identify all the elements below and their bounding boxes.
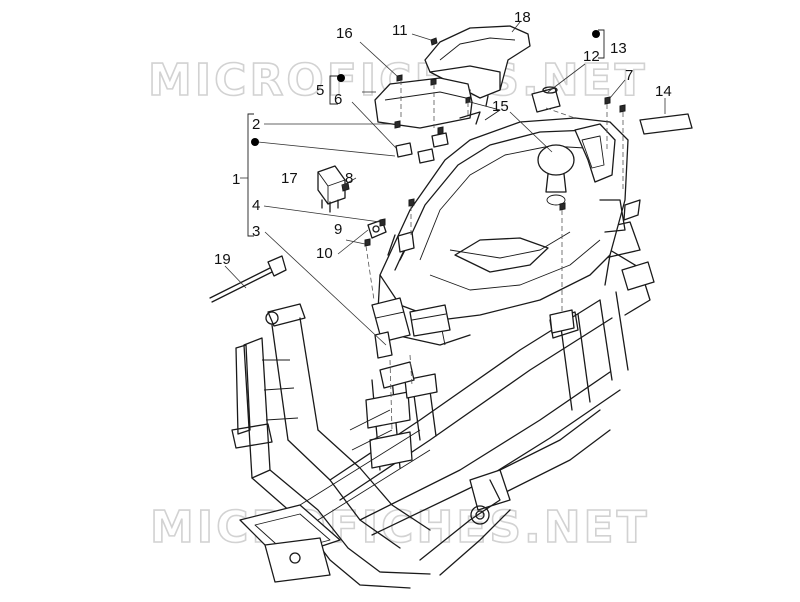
- callout-3: 3: [252, 223, 260, 240]
- bullet-dot-12: [592, 30, 600, 38]
- bracket-5-6: [329, 75, 338, 105]
- callout-10: 10: [316, 245, 333, 262]
- part-6-pad-a: [395, 142, 413, 158]
- callout-18: 18: [514, 9, 531, 26]
- bullet-dot-5: [337, 74, 345, 82]
- part-12-pad: [531, 87, 561, 113]
- callout-17: 17: [281, 170, 298, 187]
- callout-16: 16: [336, 25, 353, 42]
- leader-lines: [224, 21, 666, 346]
- bullet-dot-1: [251, 138, 259, 146]
- bracket-1: [247, 113, 254, 237]
- callout-9: 9: [334, 221, 342, 238]
- callout-7: 7: [625, 67, 633, 84]
- bracket-12-13: [598, 29, 605, 59]
- callout-11: 11: [392, 22, 408, 39]
- helmet-compartment: [371, 117, 629, 359]
- callout-15: 15: [492, 98, 509, 115]
- watermark-bottom: MICROFICHES.NET: [150, 502, 650, 553]
- callout-5: 5: [316, 82, 324, 99]
- part-6-pad-b: [417, 148, 435, 164]
- callout-1: 1: [232, 171, 240, 188]
- callout-13: 13: [610, 40, 627, 57]
- callout-2: 2: [252, 116, 260, 133]
- callout-6: 6: [334, 91, 342, 108]
- callout-labels: 1 2 3 4 5 6 7 8 9 10 11 12 13 14 15 16 1…: [214, 9, 672, 268]
- callout-12: 12: [583, 48, 600, 65]
- part-12-roll: [542, 86, 558, 94]
- screws: [341, 37, 626, 247]
- part-14-strip: [639, 113, 693, 135]
- callout-4: 4: [252, 197, 260, 214]
- part-17-relay: [317, 165, 346, 213]
- part-6-pad-c: [431, 132, 449, 148]
- scooter-frame: [231, 199, 655, 589]
- callout-8: 8: [345, 170, 353, 187]
- part-19-cable-tie: [209, 255, 287, 303]
- callout-19: 19: [214, 251, 231, 268]
- callout-14: 14: [655, 83, 672, 100]
- assembly-lines: [365, 80, 624, 431]
